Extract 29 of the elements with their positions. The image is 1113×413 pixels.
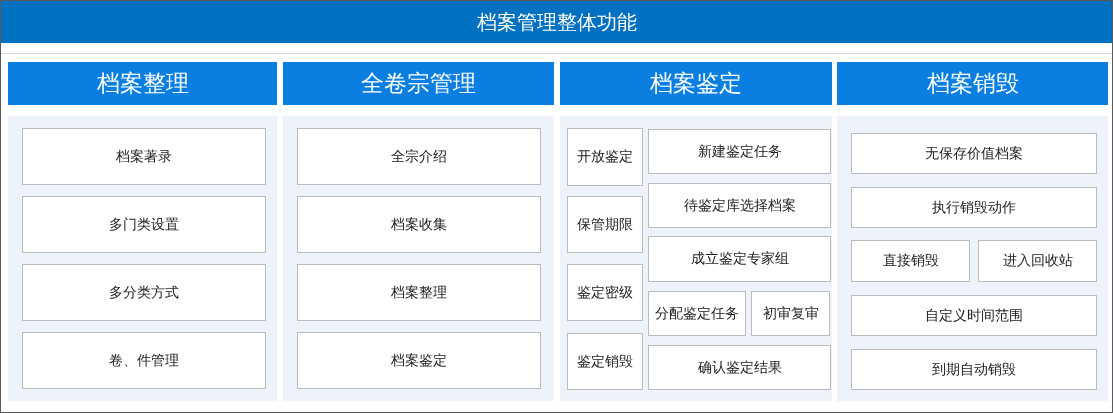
function-box: 卷、件管理 <box>22 332 266 389</box>
function-box: 自定义时间范围 <box>851 295 1097 336</box>
function-box: 档案著录 <box>22 128 266 185</box>
title-banner: 档案管理整体功能 <box>1 1 1112 43</box>
column-header: 档案销毁 <box>837 62 1108 105</box>
function-box: 多门类设置 <box>22 196 266 253</box>
function-box: 鉴定密级 <box>567 264 643 321</box>
function-box: 直接销毁 <box>851 240 970 282</box>
function-box: 鉴定销毁 <box>567 333 643 390</box>
function-box: 分配鉴定任务 <box>648 291 746 336</box>
function-box: 开放鉴定 <box>567 128 643 186</box>
function-box: 确认鉴定结果 <box>648 345 831 390</box>
function-box: 待鉴定库选择档案 <box>648 183 831 228</box>
function-box: 档案收集 <box>297 196 541 253</box>
function-box: 档案整理 <box>297 264 541 321</box>
function-box: 执行销毁动作 <box>851 187 1097 228</box>
function-box: 全宗介绍 <box>297 128 541 185</box>
function-box: 进入回收站 <box>978 240 1097 282</box>
function-box: 初审复审 <box>751 291 830 336</box>
function-box: 新建鉴定任务 <box>648 129 831 174</box>
column-header: 全卷宗管理 <box>283 62 554 105</box>
function-box: 到期自动销毁 <box>851 349 1097 390</box>
function-box: 保管期限 <box>567 196 643 253</box>
function-box: 无保存价值档案 <box>851 133 1097 174</box>
function-box: 档案鉴定 <box>297 332 541 389</box>
function-box: 成立鉴定专家组 <box>648 236 831 282</box>
column-header: 档案整理 <box>8 62 277 105</box>
column-header: 档案鉴定 <box>560 62 832 105</box>
function-box: 多分类方式 <box>22 264 266 321</box>
